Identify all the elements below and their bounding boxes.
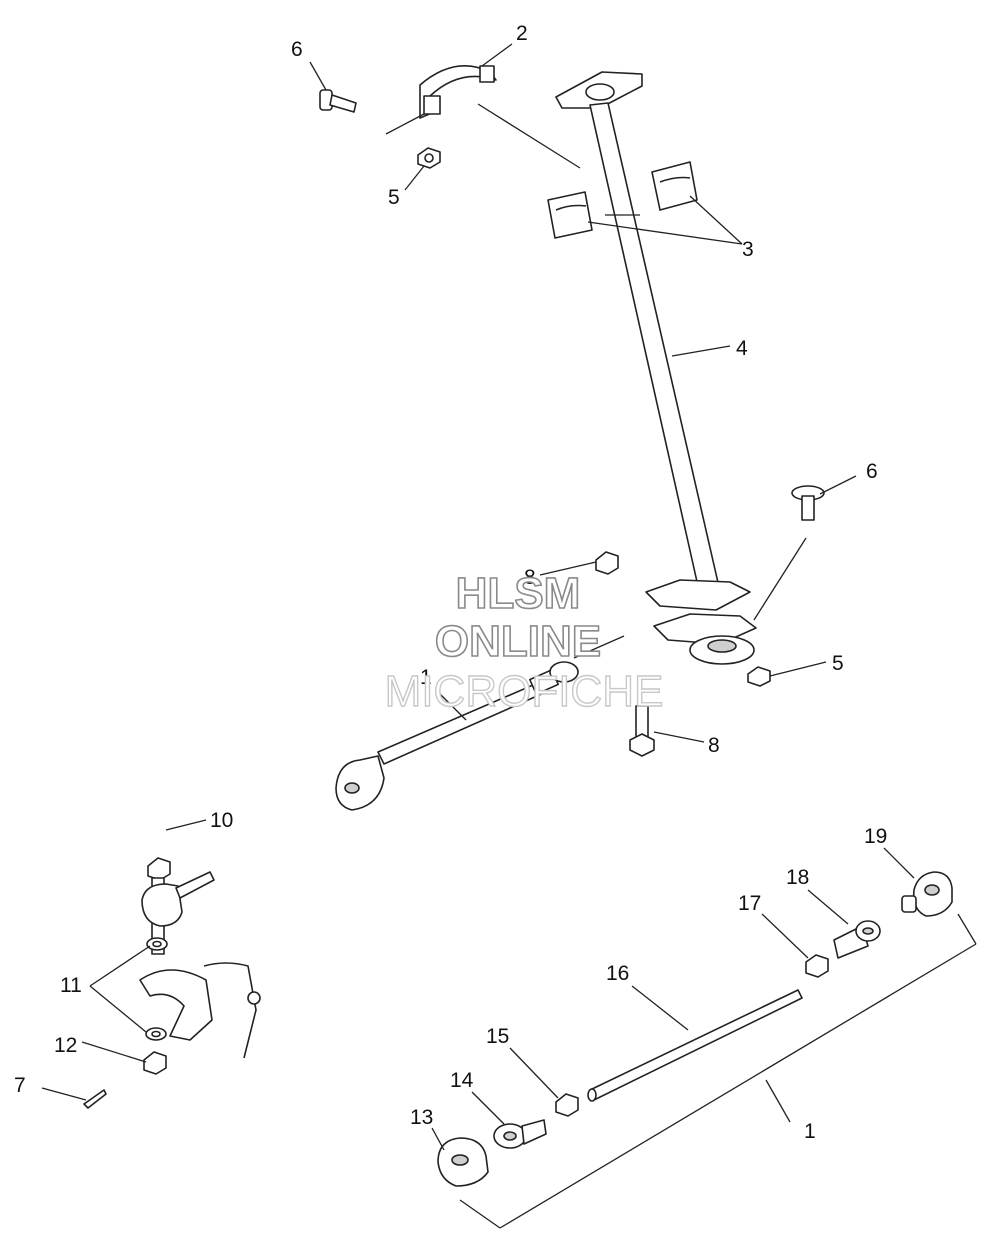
callout-labels: 2 6 5 3 4 6 8 1 5 8 10 19 18 17 16 11 12…: [14, 22, 887, 1143]
jam-nut-15: [555, 1093, 579, 1117]
nut-top-left: [417, 147, 441, 169]
drag-link-upper: [335, 661, 579, 811]
callout-16: 16: [606, 962, 629, 985]
washer-11-bottom: [145, 1027, 167, 1041]
clamp: [419, 65, 497, 119]
jam-nut-17: [805, 954, 829, 978]
cotter-pin-7: [83, 1089, 107, 1109]
washer-11-top: [146, 937, 168, 951]
rod-end-19: [901, 871, 953, 917]
nut-12: [143, 1051, 167, 1075]
callout-6-top: 6: [291, 38, 303, 61]
callout-6-right: 6: [866, 460, 878, 483]
callout-9: 8: [524, 566, 536, 589]
callout-18: 18: [786, 866, 809, 889]
callout-3: 3: [742, 238, 754, 261]
steering-post: [555, 71, 757, 665]
rod-end-13: [437, 1137, 489, 1187]
callout-11: 11: [60, 974, 82, 997]
bolt-top-left: [319, 89, 357, 113]
rod-end-14: [493, 1119, 547, 1149]
callout-1-upper: 1: [420, 666, 432, 689]
watermark-line-3: MICROFICHE: [385, 667, 664, 716]
callout-8: 8: [708, 734, 720, 757]
callout-2: 2: [516, 22, 528, 45]
bolt-8: [629, 705, 655, 757]
bushings: [547, 161, 698, 239]
watermark-line-2: ONLINE: [435, 617, 601, 666]
watermark: HLSM ONLINE MICROFICHE: [384, 568, 664, 717]
callout-5-top: 5: [388, 186, 400, 209]
nut-9: [595, 551, 619, 575]
rod-end-lower-left: [141, 871, 215, 927]
leader-lines: [41, 43, 977, 1229]
callout-19: 19: [864, 825, 887, 848]
callout-12: 12: [54, 1034, 77, 1057]
callout-14: 14: [450, 1069, 474, 1092]
callout-13: 13: [410, 1106, 433, 1129]
watermark-line-1: HLSM: [456, 569, 581, 618]
callout-4: 4: [736, 337, 748, 360]
tie-rod-16: [587, 989, 803, 1102]
callout-5-right: 5: [832, 652, 844, 675]
bolt-right: [791, 485, 825, 521]
callout-10: 10: [210, 809, 233, 832]
nut-right: [747, 666, 771, 687]
steering-arm: [139, 962, 261, 1059]
callout-7: 7: [14, 1074, 26, 1097]
callout-1-lower: 1: [804, 1120, 816, 1143]
rod-end-18: [833, 920, 881, 959]
callout-15: 15: [486, 1025, 509, 1048]
callout-17: 17: [738, 892, 761, 915]
